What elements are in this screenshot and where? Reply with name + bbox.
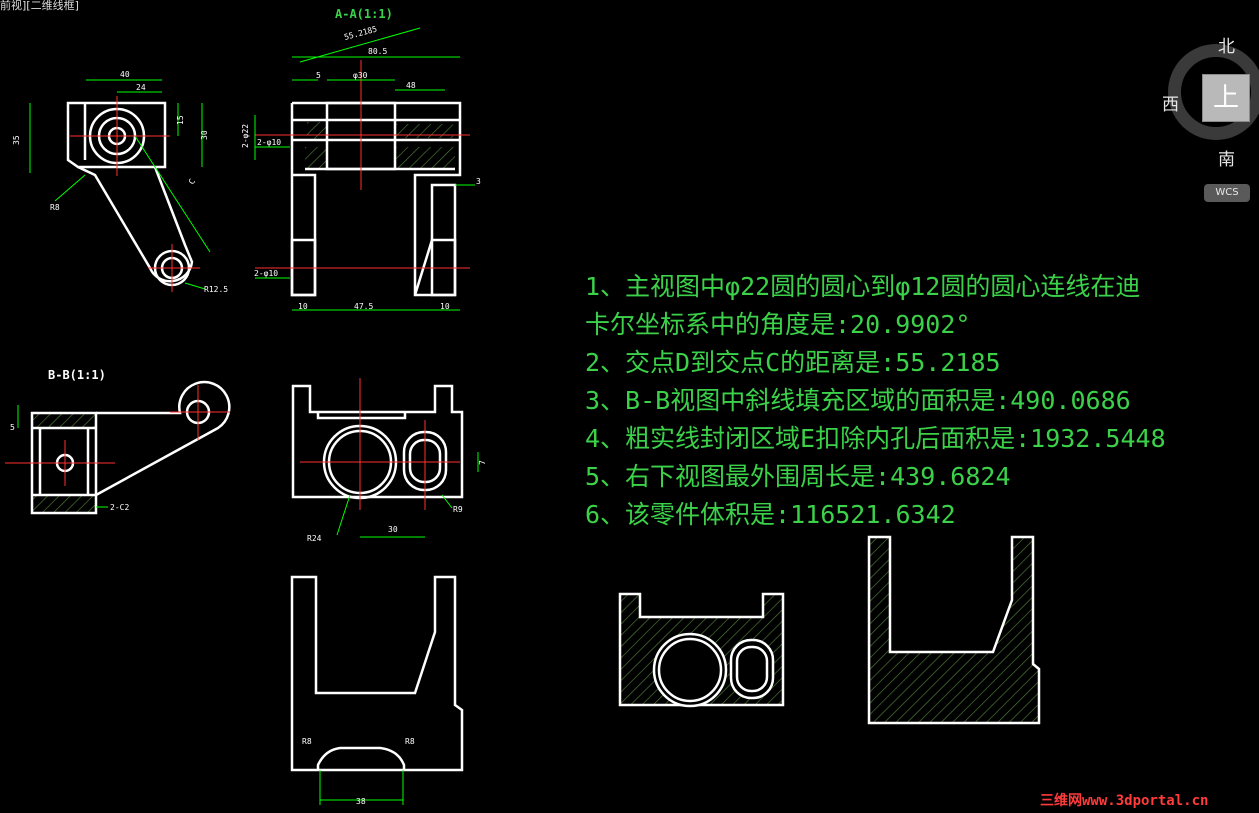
dim-2-phi10-upper: 2-φ10 bbox=[257, 138, 281, 147]
dim-40: 40 bbox=[120, 70, 130, 79]
title-section-aa: A-A(1:1) bbox=[335, 7, 393, 21]
hatched-region-e bbox=[618, 592, 785, 708]
dim-7: 7 bbox=[478, 460, 487, 465]
dim-2-phi22: 2-φ22 bbox=[241, 124, 250, 148]
section-bb bbox=[30, 380, 231, 515]
hatched-outer-profile bbox=[867, 535, 1041, 725]
dim-47-5: 47.5 bbox=[354, 302, 373, 311]
dim-35: 35 bbox=[12, 135, 21, 145]
front-view bbox=[66, 101, 194, 287]
dim-phi30: φ30 bbox=[353, 71, 368, 80]
dim-24: 24 bbox=[136, 83, 146, 92]
section-bb-dimensions bbox=[17, 405, 108, 508]
note-line: 3、B-B视图中斜线填充区域的面积是:490.0686 bbox=[585, 386, 1131, 415]
section-bb-hatch bbox=[32, 413, 96, 512]
dim-r8-right: R8 bbox=[405, 737, 415, 746]
top-view-dimensions bbox=[336, 452, 479, 538]
dim-10-right: 10 bbox=[440, 302, 450, 311]
wcs-menu-button[interactable]: WCS bbox=[1204, 184, 1250, 202]
bottom-view bbox=[290, 575, 464, 772]
dim-bb-5: 5 bbox=[10, 423, 15, 432]
dim-38: 38 bbox=[356, 797, 366, 806]
top-view bbox=[291, 384, 464, 500]
compass-north[interactable]: 北 bbox=[1218, 37, 1235, 57]
dim-10-left: 10 bbox=[298, 302, 308, 311]
section-bb-centerlines bbox=[5, 385, 230, 486]
watermark: 三维网www.3dportal.cn bbox=[1040, 793, 1209, 809]
title-section-bb: B-B(1:1) bbox=[48, 368, 106, 382]
dim-r9: R9 bbox=[453, 505, 463, 514]
note-line: 4、粗实线封闭区域E扣除内孔后面积是:1932.5448 bbox=[585, 424, 1166, 453]
note-line: 6、该零件体积是:116521.6342 bbox=[585, 500, 956, 529]
note-line: 2、交点D到交点C的距离是:55.2185 bbox=[585, 348, 1001, 377]
viewcube[interactable]: 北 南 西 上 WCS bbox=[1160, 30, 1259, 210]
note-line: 1、主视图中φ22圆的圆心到φ12圆的圆心连线在迪 bbox=[585, 272, 1141, 301]
dim-15: 15 bbox=[176, 115, 185, 125]
note-line: 卡尔坐标系中的角度是:20.9902° bbox=[585, 310, 971, 339]
dim-c-label: C bbox=[187, 177, 197, 186]
dim-55-2185: 55.2185 bbox=[343, 24, 378, 41]
viewcube-top-face[interactable]: 上 bbox=[1202, 74, 1250, 122]
dim-r12-5: R12.5 bbox=[204, 285, 228, 294]
dim-r8: R8 bbox=[50, 203, 60, 212]
viewport-label[interactable]: 前视][二维线框] bbox=[0, 0, 79, 12]
analysis-notes: 1、主视图中φ22圆的圆心到φ12圆的圆心连线在迪 卡尔坐标系中的角度是:20.… bbox=[585, 268, 1166, 534]
compass-west[interactable]: 西 bbox=[1162, 95, 1179, 115]
bottom-view-dimensions bbox=[319, 770, 404, 805]
top-view-centerlines bbox=[300, 378, 460, 510]
front-view-dimensions bbox=[29, 79, 211, 290]
dim-48: 48 bbox=[406, 81, 416, 90]
dim-r8-left: R8 bbox=[302, 737, 312, 746]
dim-30-top: 30 bbox=[388, 525, 398, 534]
section-aa-centerlines bbox=[255, 60, 470, 269]
dim-2-c2: 2-C2 bbox=[110, 503, 129, 512]
dim-2-phi10-lower: 2-φ10 bbox=[254, 269, 278, 278]
note-line: 5、右下视图最外围周长是:439.6824 bbox=[585, 462, 1011, 491]
dim-30: 30 bbox=[200, 130, 209, 140]
dim-80-5: 80.5 bbox=[368, 47, 387, 56]
front-view-centerlines bbox=[70, 96, 200, 292]
dim-3: 3 bbox=[476, 177, 481, 186]
section-aa-dimensions bbox=[254, 27, 475, 311]
dim-5: 5 bbox=[316, 71, 321, 80]
compass-south[interactable]: 南 bbox=[1218, 150, 1235, 170]
dim-r24: R24 bbox=[307, 534, 322, 543]
